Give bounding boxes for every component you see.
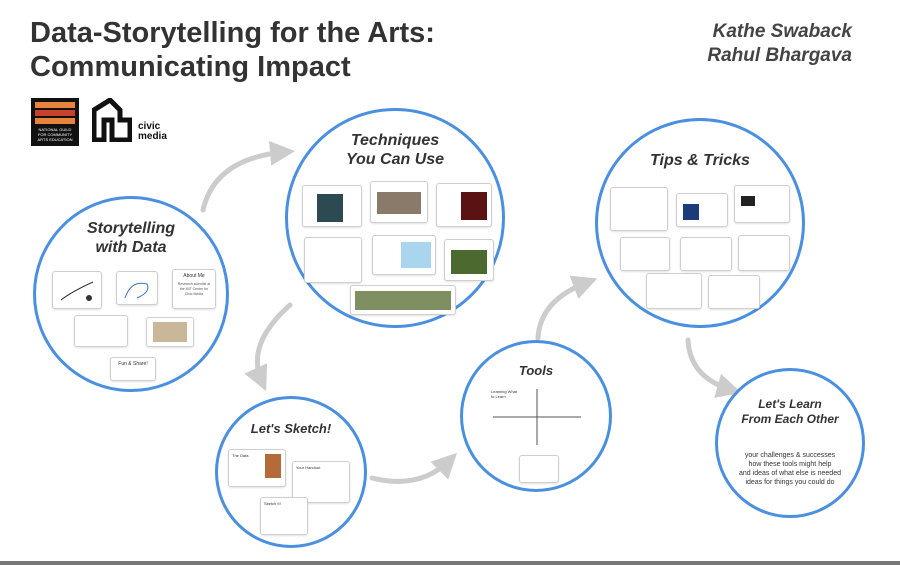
techniques-circle[interactable]: Techniques You Can Use (285, 108, 505, 328)
storytelling-title-line-1: Storytelling (86, 220, 175, 237)
civic-media-logo-text: civic media (138, 121, 167, 142)
tip-card-4[interactable] (620, 237, 670, 271)
author-2: Rahul Bhargava (707, 45, 852, 66)
about-me-text: Research scientist at the MIT Center for… (177, 282, 211, 296)
ncca-logo-text: NATIONAL GUILD FOR COMMUNITY ARTS EDUCAT… (37, 127, 73, 142)
tips-title-line-1: Tips & Tricks (650, 152, 750, 169)
arrow-sketch-to-tools (369, 452, 458, 484)
storytelling-title: Storytelling with Data (36, 219, 226, 257)
arrow-techniques-to-sketch (244, 302, 293, 392)
your-handout-label: Your Handout (296, 465, 321, 470)
civic-media-mark-icon (91, 96, 133, 143)
tip-card-3[interactable] (734, 185, 790, 223)
photo-thumbnail (153, 322, 187, 342)
fun-share-label: Fun & Share! (118, 361, 148, 367)
tip-card-1[interactable] (610, 187, 668, 231)
presentation-title: Data-Storytelling for the Arts: Communic… (30, 16, 435, 84)
technique-card-2[interactable] (370, 181, 428, 223)
sketch-it-label: Sketch It! (264, 501, 281, 506)
footer-bar (0, 561, 900, 565)
the-data-card[interactable]: The Data (228, 449, 286, 487)
technique-card-6[interactable] (444, 239, 494, 281)
learn-title-line-1: Let's Learn (758, 397, 822, 411)
about-me-card[interactable]: About Me Research scientist at the MIT C… (172, 269, 216, 309)
the-data-label: The Data (232, 453, 249, 458)
technique-thumb-6 (451, 250, 487, 274)
techniques-title: Techniques You Can Use (288, 131, 502, 169)
fun-share-card[interactable]: Fun & Share! (110, 357, 156, 381)
technique-card-1[interactable] (302, 185, 362, 227)
ncca-logo: NATIONAL GUILD FOR COMMUNITY ARTS EDUCAT… (31, 98, 79, 146)
arrow-storytelling-to-techniques (200, 140, 295, 213)
sketch-title: Let's Sketch! (218, 421, 364, 437)
learn-title: Let's Learn From Each Other (718, 397, 862, 427)
tools-title-line-1: Tools (518, 363, 554, 378)
storytelling-with-data-circle[interactable]: Storytelling with Data About Me Research… (33, 196, 229, 392)
authors: Kathe Swaback Rahul Bhargava (707, 20, 852, 68)
sketch-title-line-1: Let's Sketch! (250, 421, 332, 436)
tips-and-tricks-circle[interactable]: Tips & Tricks (595, 118, 805, 328)
tips-title: Tips & Tricks (598, 151, 802, 170)
technique-card-3[interactable] (436, 183, 492, 227)
learn-desc-line-4: ideas for things you could do (745, 479, 835, 486)
tip-card-2[interactable] (676, 193, 728, 227)
title-line-1: Data-Storytelling for the Arts: (30, 17, 435, 49)
technique-card-7[interactable] (350, 285, 456, 315)
story-card-1[interactable] (52, 271, 102, 309)
lets-sketch-circle[interactable]: Let's Sketch! The Data Your Handout Sket… (215, 396, 367, 548)
tool-card-1[interactable] (519, 455, 559, 483)
arrow-tips-to-learn (685, 337, 742, 398)
tip-thumb-3 (741, 196, 755, 206)
technique-card-4[interactable] (304, 237, 362, 283)
technique-thumb-5 (401, 242, 431, 268)
tools-title: Tools (463, 363, 609, 379)
storytelling-title-line-2: with Data (95, 239, 167, 256)
about-me-label: About Me (183, 273, 205, 279)
tools-circle[interactable]: Tools Learning What to Learn (460, 340, 612, 492)
technique-thumb-3 (461, 192, 487, 220)
tip-card-7[interactable] (646, 273, 702, 309)
sketch-it-card[interactable]: Sketch It! (260, 497, 308, 535)
tip-thumb-2 (683, 204, 699, 220)
learn-desc-line-2: how these tools might help (748, 461, 832, 468)
learn-desc-line-3: and ideas of what else is needed (739, 470, 841, 477)
tools-quadrant-label: Learning What to Learn (491, 389, 518, 399)
techniques-title-line-1: Techniques (350, 132, 440, 149)
story-card-2[interactable] (116, 271, 158, 305)
learn-desc-line-1: your challenges & successes (744, 452, 836, 459)
story-card-4[interactable] (74, 315, 128, 347)
tip-card-5[interactable] (680, 237, 732, 271)
tip-card-6[interactable] (738, 235, 790, 271)
lets-learn-circle[interactable]: Let's Learn From Each Other your challen… (715, 368, 865, 518)
author-1: Kathe Swaback (712, 21, 852, 42)
tip-card-8[interactable] (708, 275, 760, 309)
chart-sketch-icon (124, 282, 149, 299)
your-handout-card[interactable]: Your Handout (292, 461, 350, 503)
story-card-5[interactable] (146, 317, 194, 347)
arrow-tools-to-tips (535, 275, 598, 341)
techniques-title-line-2: You Can Use (345, 151, 445, 168)
sketch-graph-icon (60, 281, 94, 301)
technique-thumb-2 (377, 192, 421, 214)
technique-card-5[interactable] (372, 235, 436, 275)
tools-quadrant-diagram (493, 389, 581, 445)
civic-media-logo: civic media (91, 96, 182, 146)
technique-thumb-7 (355, 291, 451, 310)
learn-description: your challenges & successes how these to… (718, 451, 862, 487)
data-thumb (265, 454, 281, 478)
technique-thumb-1 (317, 194, 343, 222)
learn-title-line-2: From Each Other (741, 412, 839, 426)
title-line-2: Communicating Impact (30, 51, 351, 83)
